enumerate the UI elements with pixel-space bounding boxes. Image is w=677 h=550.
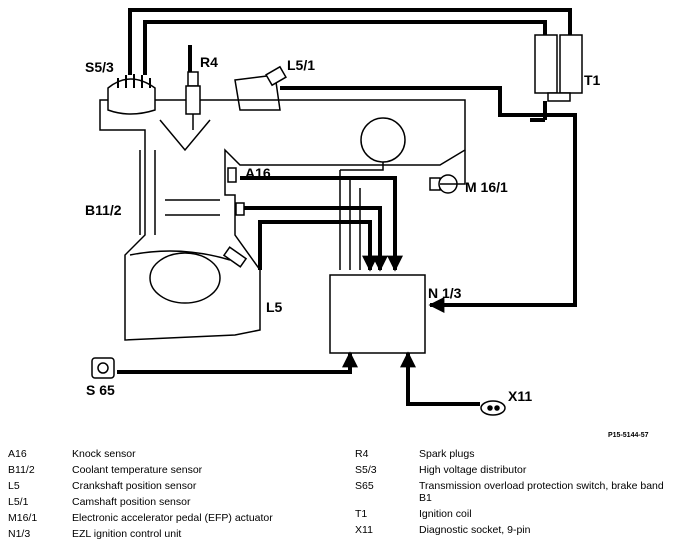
legend-desc-continued: B1 <box>419 492 432 504</box>
spark-plug-r4 <box>185 71 201 130</box>
legend: A16 Knock sensor B11/2 Coolant temperatu… <box>0 448 677 548</box>
legend-desc: Diagnostic socket, 9-pin <box>419 524 531 536</box>
legend-desc: Camshaft position sensor <box>72 496 191 508</box>
legend-code: B11/2 <box>8 464 35 476</box>
wiring-harness <box>117 8 577 406</box>
legend-code: X11 <box>355 524 373 536</box>
legend-code: L5 <box>8 480 20 492</box>
legend-code: R4 <box>355 448 369 460</box>
label-m16-1: M 16/1 <box>465 179 508 195</box>
diagnostic-socket-x11 <box>480 400 506 416</box>
legend-desc: Transmission overload protection switch,… <box>419 480 664 492</box>
engine-block <box>99 74 466 341</box>
legend-desc: Knock sensor <box>72 448 136 460</box>
legend-desc: EZL ignition control unit <box>72 528 182 540</box>
legend-code: N1/3 <box>8 528 31 540</box>
control-unit-n1-3 <box>329 274 426 354</box>
legend-code: M16/1 <box>8 512 38 524</box>
legend-code: A16 <box>8 448 27 460</box>
ignition-coil-t1 <box>534 34 583 102</box>
label-r4: R4 <box>200 54 218 70</box>
legend-desc: Ignition coil <box>419 508 472 520</box>
label-x11: X11 <box>508 388 533 404</box>
label-t1: T1 <box>584 72 601 88</box>
legend-desc: High voltage distributor <box>419 464 527 476</box>
legend-code: L5/1 <box>8 496 29 508</box>
switch-s65 <box>91 357 115 379</box>
knock-sensor-a16 <box>227 167 237 183</box>
label-l5: L5 <box>266 299 283 315</box>
label-a16: A16 <box>245 165 271 181</box>
label-s65: S 65 <box>86 382 115 398</box>
figure-id: P15-5144-57 <box>608 432 649 439</box>
legend-desc: Electronic accelerator pedal (EFP) actua… <box>72 512 273 524</box>
label-n1-3: N 1/3 <box>428 285 462 301</box>
camshaft-sensor-l5-1 <box>265 65 287 87</box>
label-b11-2: B11/2 <box>85 202 122 218</box>
distributor-s5-3 <box>107 74 156 115</box>
signal-wires <box>339 150 466 270</box>
legend-code: T1 <box>355 508 368 520</box>
legend-desc: Crankshaft position sensor <box>72 480 197 492</box>
label-l5-1: L5/1 <box>287 57 316 73</box>
legend-code: S5/3 <box>355 464 377 476</box>
legend-code: S65 <box>355 480 374 492</box>
ignition-system-diagram <box>91 8 583 416</box>
crankshaft-sensor-l5 <box>222 246 248 268</box>
legend-desc: Coolant temperature sensor <box>72 464 203 476</box>
legend-desc: Spark plugs <box>419 448 475 460</box>
label-s5-3: S5/3 <box>85 59 114 75</box>
coolant-sensor-b11-2 <box>235 202 245 216</box>
